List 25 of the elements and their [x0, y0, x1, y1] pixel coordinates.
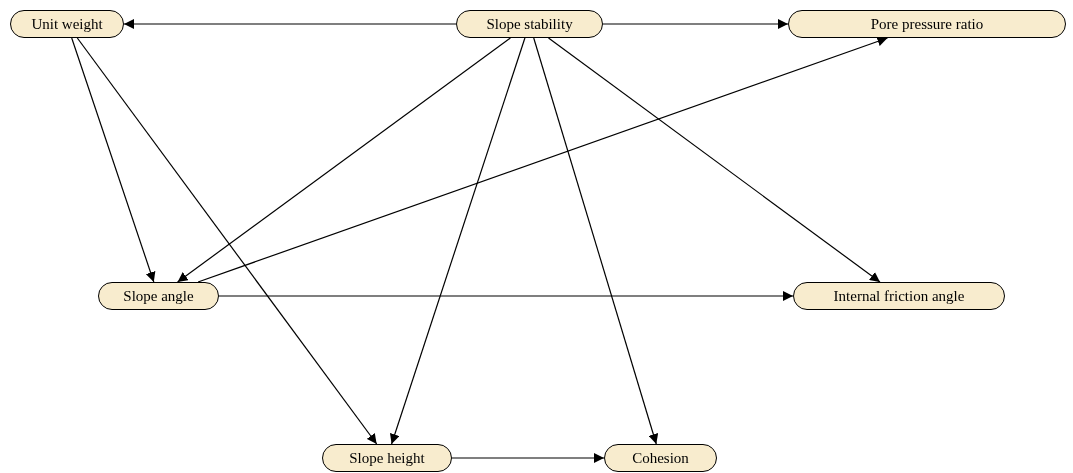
node-label: Slope stability: [486, 15, 573, 33]
rounded-node: [793, 282, 1005, 310]
node-label: Pore pressure ratio: [870, 15, 984, 33]
arrow: [451, 453, 605, 463]
arrow: [177, 37, 511, 283]
rounded-node: [322, 444, 452, 472]
node-label: Slope angle: [123, 287, 194, 305]
rounded-node: [98, 282, 219, 310]
arrow: [547, 37, 881, 283]
arrow: [218, 291, 794, 301]
rounded-node: [456, 10, 603, 38]
arrow: [389, 37, 526, 445]
arrow: [71, 37, 156, 283]
arrow: [76, 37, 378, 445]
rounded-node: [604, 444, 717, 472]
node-label: Cohesion: [632, 449, 689, 467]
arrow: [602, 19, 789, 29]
arrow: [197, 36, 889, 283]
arrow: [533, 37, 659, 445]
arrow: [123, 19, 457, 29]
rounded-node: [10, 10, 124, 38]
node-label: Slope height: [349, 449, 425, 467]
node-label: Unit weight: [31, 15, 103, 33]
node-label: Internal friction angle: [833, 287, 965, 305]
rounded-node: [788, 10, 1066, 38]
